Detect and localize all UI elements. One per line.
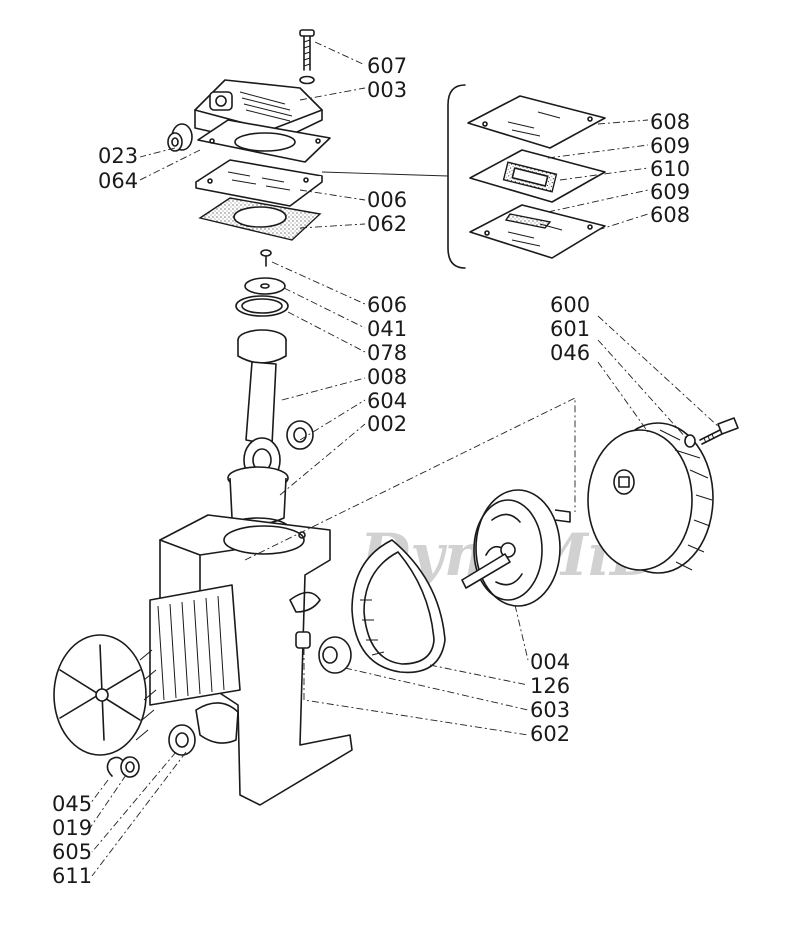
label-606: 606 xyxy=(367,293,407,317)
connecting-rod-008 xyxy=(237,329,287,483)
bolt-600 xyxy=(699,417,739,445)
electric-motor xyxy=(53,584,241,756)
label-006: 006 xyxy=(367,188,407,212)
fitting-023 xyxy=(167,123,193,152)
label-600: 600 xyxy=(550,293,590,317)
label-609-bottom: 609 xyxy=(650,180,690,204)
flywheel-046 xyxy=(587,422,714,574)
label-607: 607 xyxy=(367,54,407,78)
label-611: 611 xyxy=(52,864,92,888)
bearing-603 xyxy=(318,636,352,674)
spacer-602 xyxy=(295,631,311,649)
washer-601 xyxy=(684,434,696,448)
label-609-top: 609 xyxy=(650,134,690,158)
label-062: 062 xyxy=(367,212,407,236)
label-602: 602 xyxy=(530,722,570,746)
bolt-607 xyxy=(299,29,315,85)
label-002: 002 xyxy=(367,412,407,436)
label-604: 604 xyxy=(367,389,407,413)
belt-126 xyxy=(351,539,446,674)
label-041: 041 xyxy=(367,317,407,341)
label-008: 008 xyxy=(367,365,407,389)
washer-019 xyxy=(120,756,140,778)
label-045: 045 xyxy=(52,792,92,816)
circlip-045 xyxy=(106,756,125,777)
crankcase-body xyxy=(159,514,353,806)
label-046: 046 xyxy=(550,341,590,365)
label-023: 023 xyxy=(98,144,138,168)
label-004: 004 xyxy=(530,650,570,674)
label-608-bottom: 608 xyxy=(650,203,690,227)
bearing-605 xyxy=(168,724,196,756)
piston-ring-078 xyxy=(235,295,289,317)
pulley-004 xyxy=(461,489,571,607)
screw-606 xyxy=(260,249,272,267)
leader-lines xyxy=(89,41,721,877)
label-078: 078 xyxy=(367,341,407,365)
head-gasket-064 xyxy=(197,119,331,163)
label-605: 605 xyxy=(52,840,92,864)
label-019: 019 xyxy=(52,816,92,840)
label-064: 064 xyxy=(98,169,138,193)
valve-assembly-inset xyxy=(321,84,606,269)
valve-disc-041 xyxy=(244,277,286,295)
label-126: 126 xyxy=(530,674,570,698)
label-610: 610 xyxy=(650,157,690,181)
label-603: 603 xyxy=(530,698,570,722)
gasket-062 xyxy=(198,197,322,241)
label-601: 601 xyxy=(550,317,590,341)
label-003: 003 xyxy=(367,78,407,102)
label-608-top: 608 xyxy=(650,110,690,134)
part-labels: 607 003 023 064 006 062 608 609 610 609 … xyxy=(52,54,690,888)
valve-plate-006 xyxy=(195,159,323,207)
bearing-604 xyxy=(286,420,314,450)
